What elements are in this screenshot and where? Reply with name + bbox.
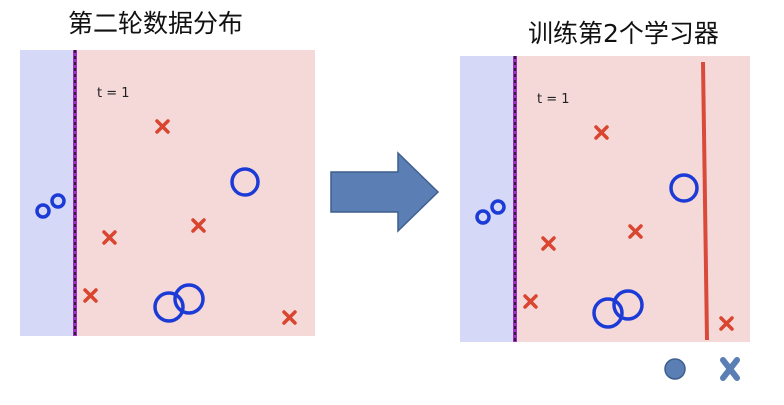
left-region-blue [20, 50, 76, 336]
left-cross-3 [102, 230, 117, 245]
left-cross-2 [191, 218, 206, 233]
left-t-label: t = 1 [97, 86, 130, 101]
left-cross-1 [155, 119, 170, 134]
right-panel-title: 训练第2个学习器 [528, 19, 719, 48]
left-panel: t = 1 [20, 50, 315, 336]
right-region-pink [516, 56, 750, 342]
left-panel-title: 第二轮数据分布 [68, 9, 244, 38]
right-region-blue [460, 56, 516, 342]
right-circle-1 [669, 173, 699, 203]
right-cross-3 [541, 236, 556, 251]
right-cross-5 [719, 316, 734, 331]
second-learner-line [701, 61, 709, 341]
right-cross-2 [628, 224, 643, 239]
left-circle-small-2 [50, 193, 66, 209]
right-panel: t = 1 [460, 56, 750, 342]
circle-icon [664, 358, 686, 380]
right-cross-4 [523, 294, 538, 309]
cross-icon [720, 357, 740, 381]
right-circle-small-2 [490, 199, 506, 215]
left-circle-3 [173, 283, 205, 315]
left-circle-small-1 [35, 203, 51, 219]
right-circle-2 [592, 297, 624, 329]
left-circle-1 [230, 167, 260, 197]
left-circle-2 [153, 291, 185, 323]
legend [664, 357, 740, 381]
left-cross-4 [83, 288, 98, 303]
left-cross-5 [282, 310, 297, 325]
right-t-label: t = 1 [537, 92, 570, 107]
right-circle-3 [612, 289, 644, 321]
transition-arrow [330, 151, 440, 233]
right-circle-small-1 [475, 209, 491, 225]
right-cross-1 [594, 125, 609, 140]
